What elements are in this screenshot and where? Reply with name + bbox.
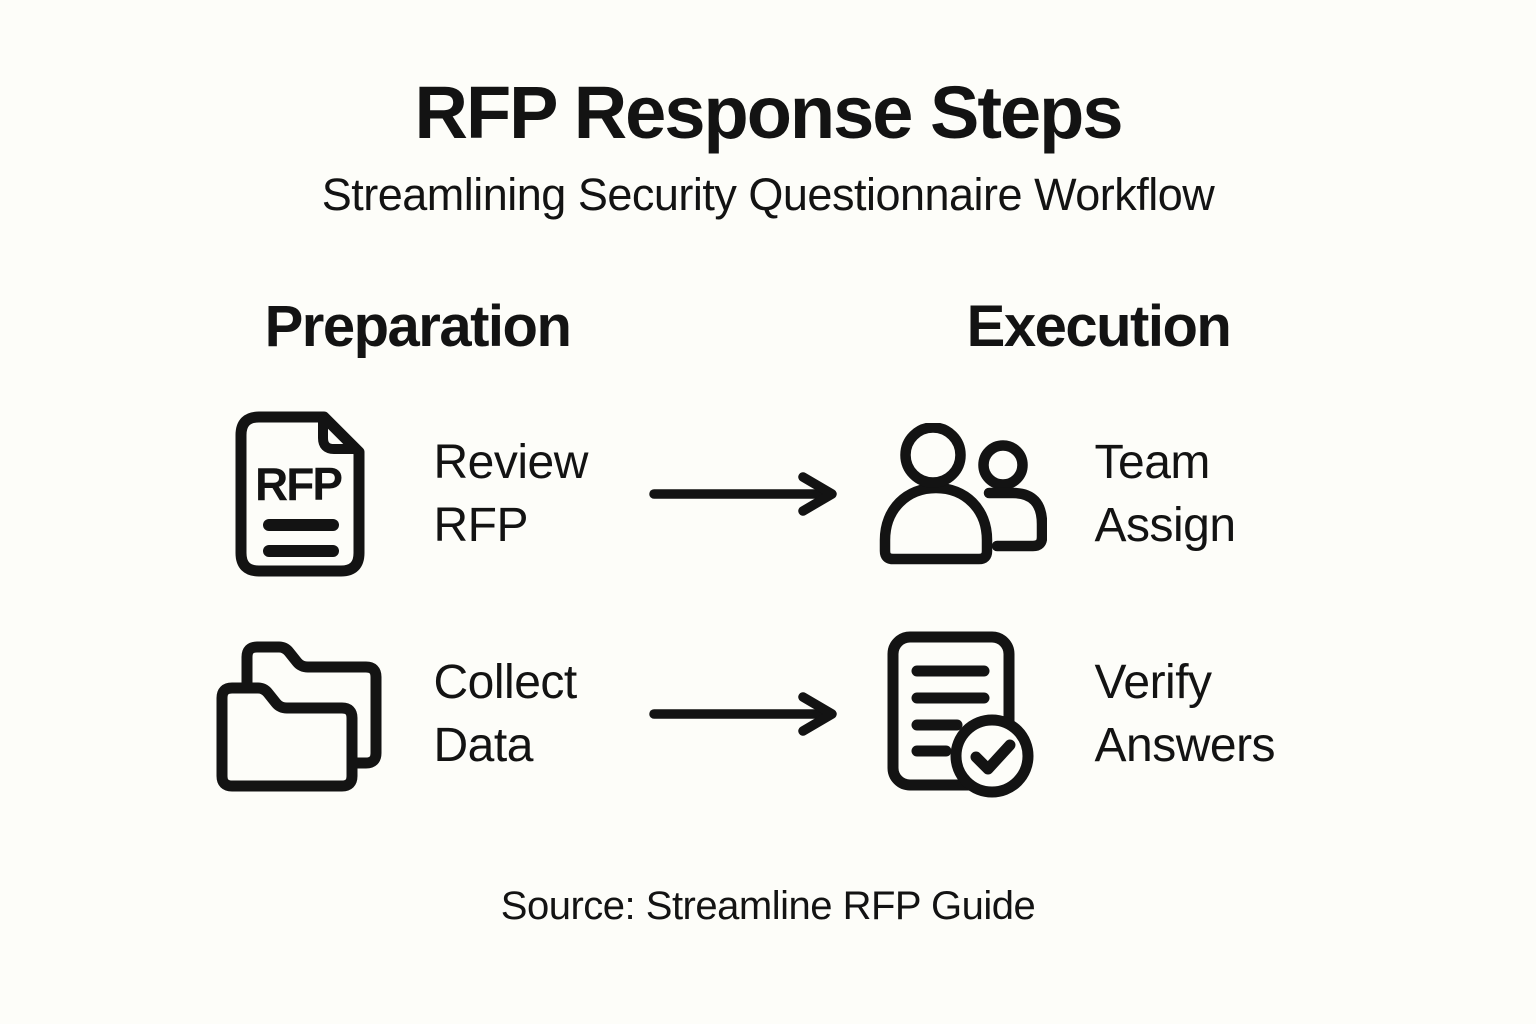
step-review-rfp: RFP Review RFP [213, 408, 623, 580]
column-header-preparation: Preparation [264, 294, 572, 360]
rfp-document-icon: RFP [213, 408, 388, 580]
step-label-team-assign: Team Assign [1094, 435, 1237, 553]
folders-icon [213, 628, 388, 800]
step-team-assign: Team Assign [874, 408, 1324, 580]
rfp-badge-text: RFP [255, 458, 342, 510]
right-arrow-icon [649, 692, 837, 737]
column-header-execution: Execution [966, 294, 1232, 360]
step-label-collect-data: Collect Data [433, 655, 578, 773]
step-label-verify-answers: Verify Answers [1094, 655, 1276, 773]
step-collect-data: Collect Data [213, 628, 623, 800]
step-verify-answers: Verify Answers [874, 628, 1324, 800]
arrow-row-2 [641, 692, 856, 737]
right-arrow-icon [649, 472, 837, 517]
page-subtitle: Streamlining Security Questionnaire Work… [321, 169, 1215, 221]
source-caption: Source: Streamline RFP Guide [500, 884, 1036, 929]
step-label-review-rfp: Review RFP [433, 435, 589, 553]
arrow-row-1 [641, 472, 856, 517]
workflow-diagram: Preparation Execution RFP Review RFP [213, 293, 1324, 800]
page-title: RFP Response Steps [414, 71, 1124, 154]
team-people-icon [874, 408, 1049, 580]
document-check-icon [874, 628, 1049, 800]
